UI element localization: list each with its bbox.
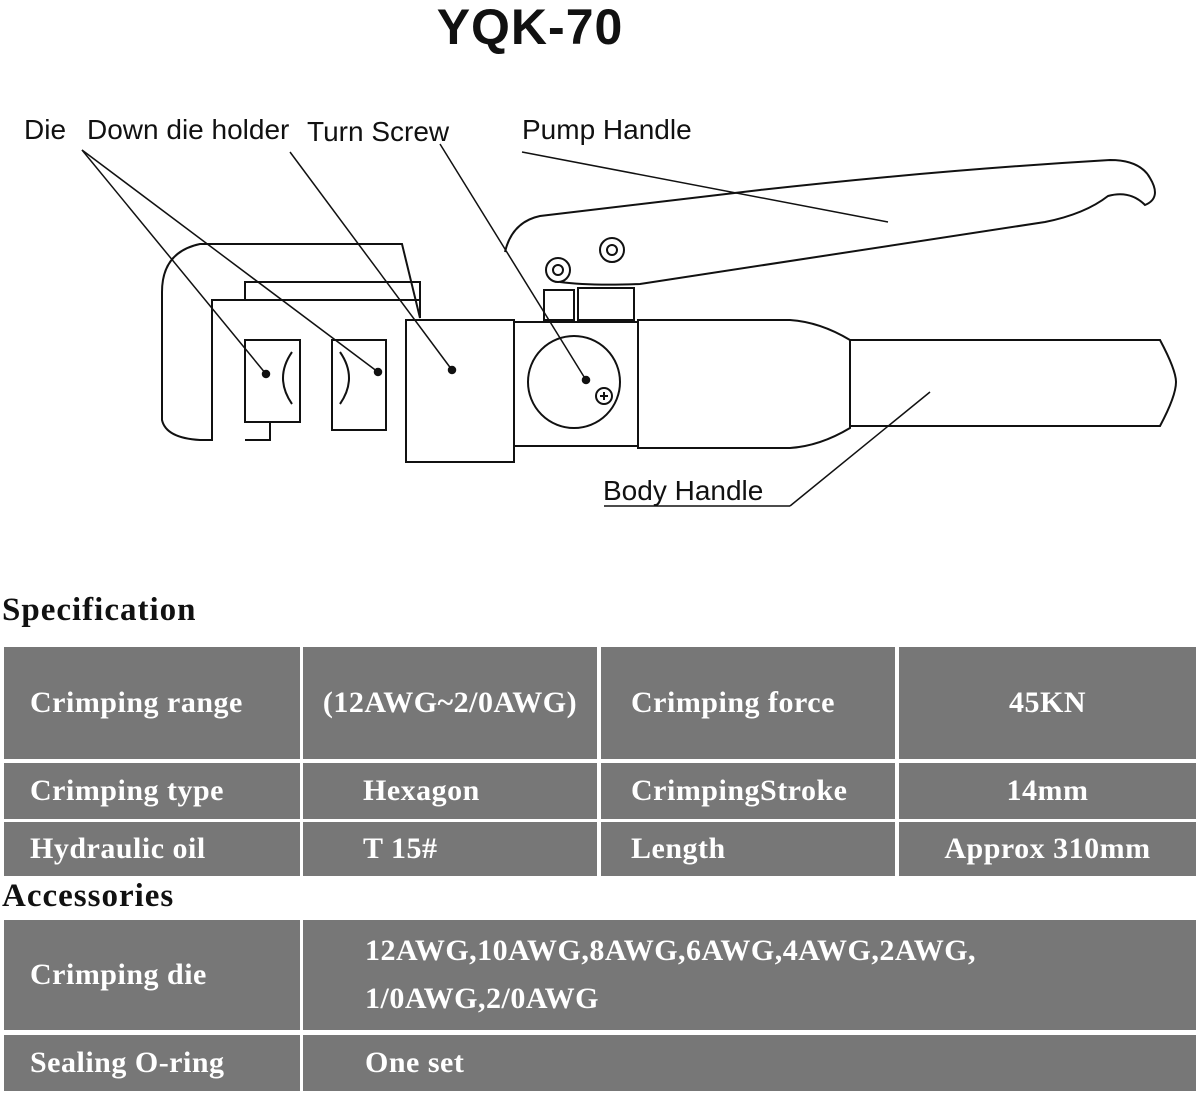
spec-cell: Crimping type bbox=[4, 763, 300, 819]
accessory-line: One set bbox=[365, 1046, 465, 1079]
spec-cell: T 15# bbox=[303, 822, 597, 876]
spec-cell: (12AWG~2/0AWG) bbox=[303, 647, 597, 759]
accessory-line: 12AWG,10AWG,8AWG,6AWG,4AWG,2AWG, bbox=[365, 934, 977, 967]
accessory-label: Crimping die bbox=[4, 920, 300, 1030]
diagram-title: YQK-70 bbox=[436, 0, 624, 55]
down-die-holder bbox=[405, 319, 515, 463]
label-body-handle: Body Handle bbox=[603, 475, 763, 506]
spec-cell: Crimping force bbox=[601, 647, 895, 759]
specification-heading: Specification bbox=[2, 592, 197, 628]
spec-cell: CrimpingStroke bbox=[601, 763, 895, 819]
spec-cell: 14mm bbox=[899, 763, 1196, 819]
accessory-label: Sealing O-ring bbox=[4, 1035, 300, 1091]
spec-cell: Crimping range bbox=[4, 647, 300, 759]
spec-cell: Hexagon bbox=[303, 763, 597, 819]
spec-cell: 45KN bbox=[899, 647, 1196, 759]
accessory-value: One set bbox=[303, 1035, 1196, 1091]
die-right bbox=[331, 339, 387, 431]
label-die: Die bbox=[24, 114, 66, 145]
spec-cell: Hydraulic oil bbox=[4, 822, 300, 876]
spec-cell: Length bbox=[601, 822, 895, 876]
accessories-heading: Accessories bbox=[2, 878, 175, 914]
accessory-value: 12AWG,10AWG,8AWG,6AWG,4AWG,2AWG, 1/0AWG,… bbox=[303, 920, 1196, 1030]
label-pump-handle: Pump Handle bbox=[522, 114, 692, 145]
label-down-die-holder: Down die holder bbox=[87, 114, 289, 145]
spec-cell: Approx 310mm bbox=[899, 822, 1196, 876]
accessory-line: 1/0AWG,2/0AWG bbox=[365, 982, 600, 1015]
crimper-diagram: Die Down die holder Turn Screw Pump Hand… bbox=[24, 114, 1178, 507]
die-left bbox=[244, 339, 301, 441]
die-head-frame bbox=[161, 243, 421, 441]
body-handle-rod bbox=[850, 339, 1178, 427]
body-cylinder bbox=[637, 319, 851, 449]
label-turn-screw: Turn Screw bbox=[307, 116, 450, 147]
turn-screw bbox=[527, 335, 621, 429]
pump-handle-shape bbox=[504, 158, 1156, 286]
